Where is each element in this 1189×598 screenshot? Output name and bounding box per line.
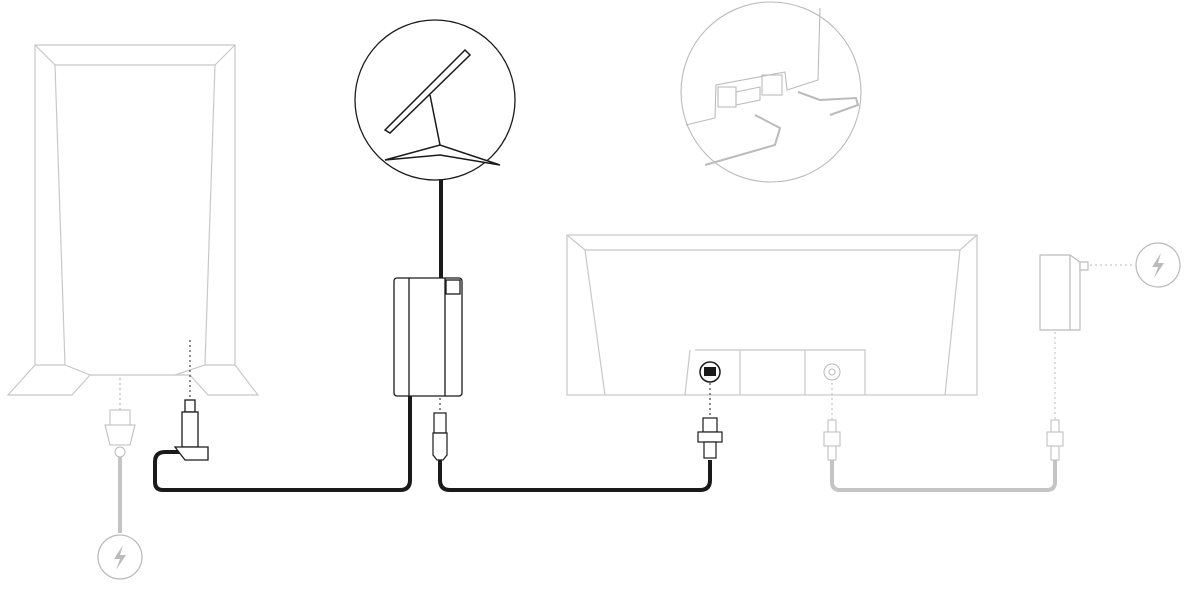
power-bolt-icon bbox=[97, 534, 143, 580]
ethernet-port-icon bbox=[699, 361, 721, 383]
dish-icon bbox=[354, 19, 516, 181]
router-icon bbox=[6, 44, 260, 396]
power-port-icon bbox=[823, 363, 841, 381]
port-detail-inset-icon bbox=[680, 1, 862, 183]
router-power-connector-icon bbox=[104, 409, 136, 458]
power-adapter-icon bbox=[1039, 254, 1089, 331]
base-power-connector-icon bbox=[823, 419, 841, 461]
base-unit-icon bbox=[566, 234, 978, 396]
router-cable-connector-icon bbox=[173, 399, 209, 461]
power-bolt-icon bbox=[1135, 242, 1181, 288]
ethernet-connector-icon bbox=[432, 412, 448, 461]
adapter-plug-connector-icon bbox=[1046, 419, 1064, 461]
poe-injector-icon bbox=[393, 277, 463, 397]
ethernet-connector-icon bbox=[697, 417, 723, 459]
